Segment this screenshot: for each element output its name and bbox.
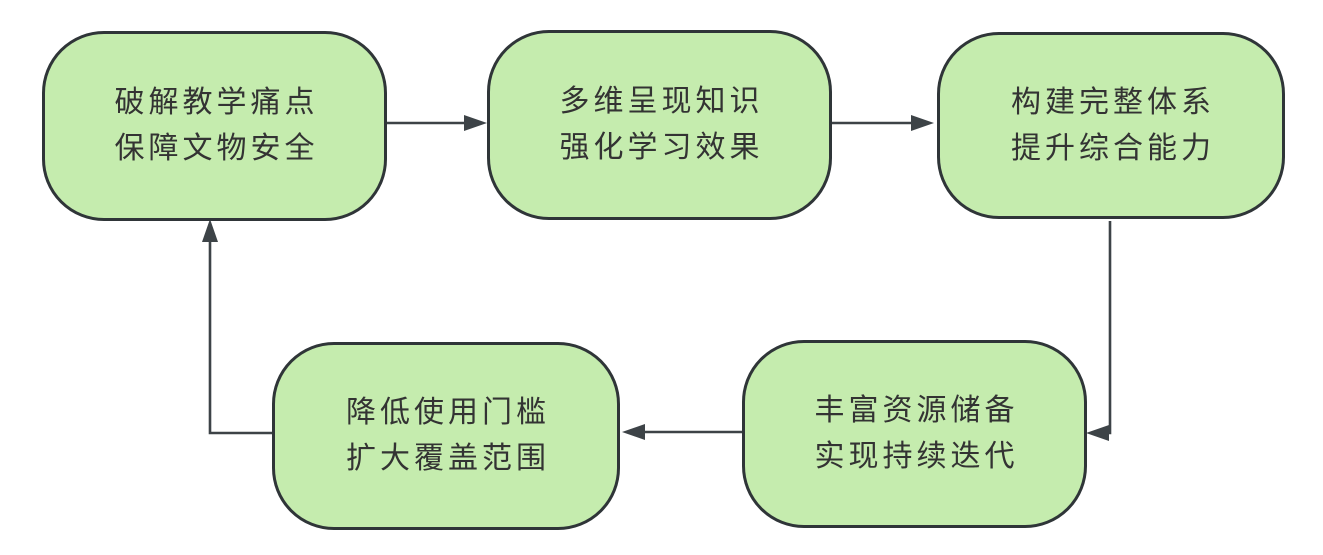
arrow-node1-to-node2 [387, 115, 487, 131]
flow-node-4-resource-reserve: 丰富资源储备 实现持续迭代 [742, 340, 1087, 528]
arrow-node5-to-node1 [202, 219, 272, 435]
arrowhead-left-icon [1086, 425, 1109, 441]
node-1-label: 破解教学痛点 保障文物安全 [114, 86, 319, 165]
arrow-node3-to-node4 [1086, 221, 1112, 441]
arrowhead-right-icon [911, 115, 934, 131]
node-4-label: 丰富资源储备 实现持续迭代 [814, 394, 1019, 473]
arrowhead-left-icon [622, 424, 645, 440]
node-5-label: 降低使用门槛 扩大覆盖范围 [346, 396, 550, 475]
arrowhead-right-icon [464, 115, 487, 131]
arrow-node2-to-node3 [832, 115, 934, 131]
flow-node-1-teaching-pain: 破解教学痛点 保障文物安全 [42, 31, 387, 221]
node-3-label: 构建完整体系 提升综合能力 [1011, 85, 1215, 165]
arrowhead-up-icon [202, 219, 218, 242]
arrow-node4-to-node5 [622, 424, 742, 440]
node-2-label: 多维呈现知识 强化学习效果 [559, 85, 764, 164]
flow-node-2-knowledge-presentation: 多维呈现知识 强化学习效果 [487, 30, 832, 220]
flow-node-5-lower-threshold: 降低使用门槛 扩大覆盖范围 [272, 342, 620, 530]
flow-node-3-complete-system: 构建完整体系 提升综合能力 [937, 32, 1285, 219]
